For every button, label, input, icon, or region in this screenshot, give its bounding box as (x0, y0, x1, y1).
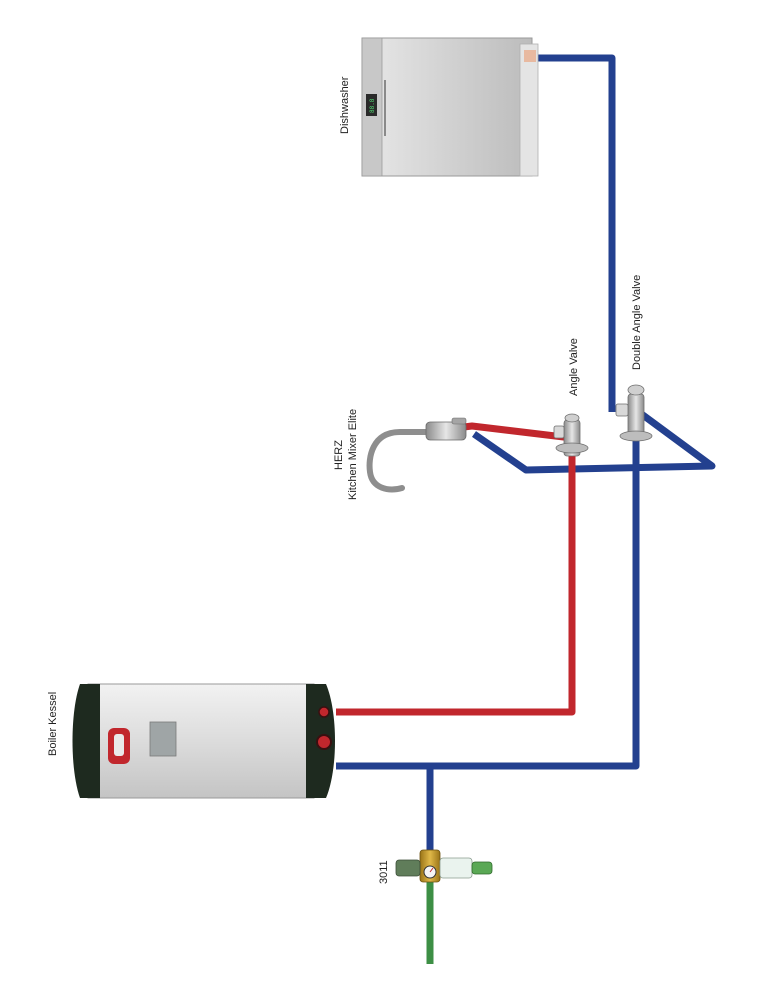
boiler-cold-connector (316, 734, 332, 750)
double-angle-valve-cap (627, 384, 645, 396)
mixer-name-label: Kitchen Mixer Elite (347, 409, 359, 500)
boiler-label: Boiler Kessel (47, 692, 59, 756)
angle-valve-handle[interactable] (553, 425, 565, 439)
dishwasher-body (361, 37, 533, 177)
angle-valve-rosette (555, 442, 589, 454)
double-angle-valve-rosette (619, 430, 653, 442)
mixer-spout (366, 429, 433, 493)
filter-gauge-needle (429, 867, 434, 873)
dishwasher-display (366, 94, 377, 116)
mixer-body (425, 421, 467, 441)
filter-outlet (471, 861, 493, 875)
mixer-lever[interactable] (451, 417, 467, 425)
dishwasher-label: Dishwasher (339, 76, 351, 134)
dishwasher: 88.8 (361, 37, 539, 177)
boiler-control-panel (149, 721, 177, 757)
hot-pipe-boiler-outlet (336, 456, 576, 716)
filter-3011 (395, 849, 493, 883)
angle-valve-label: Angle Valve (568, 338, 580, 396)
kitchen-mixer (366, 417, 467, 493)
dishwasher-display-text: 88.8 (369, 98, 376, 113)
cold-pipe-mixer-loop (472, 407, 716, 474)
angle-valve[interactable] (553, 413, 589, 457)
filter-bowl (439, 857, 473, 879)
boiler (72, 683, 335, 799)
filter-inlet (395, 859, 421, 877)
dishwasher-connector (524, 50, 536, 62)
angle-valve-cap (564, 413, 580, 423)
cold-water-pipes (336, 54, 716, 852)
filter-code-label: 3011 (378, 860, 390, 884)
boiler-left-cap (72, 684, 100, 798)
dishwasher-side-panel (519, 43, 539, 177)
boiler-hot-connector (318, 706, 330, 718)
double-angle-valve[interactable] (615, 384, 653, 442)
mixer-brand-label: HERZ (333, 440, 345, 470)
cold-pipe-boiler-inlet (336, 430, 640, 770)
double-angle-valve-label: Double Angle Valve (631, 275, 643, 370)
boiler-thermometer-window (114, 734, 124, 756)
double-angle-valve-handle[interactable] (615, 403, 629, 417)
cold-pipe-dishwasher (534, 54, 616, 412)
